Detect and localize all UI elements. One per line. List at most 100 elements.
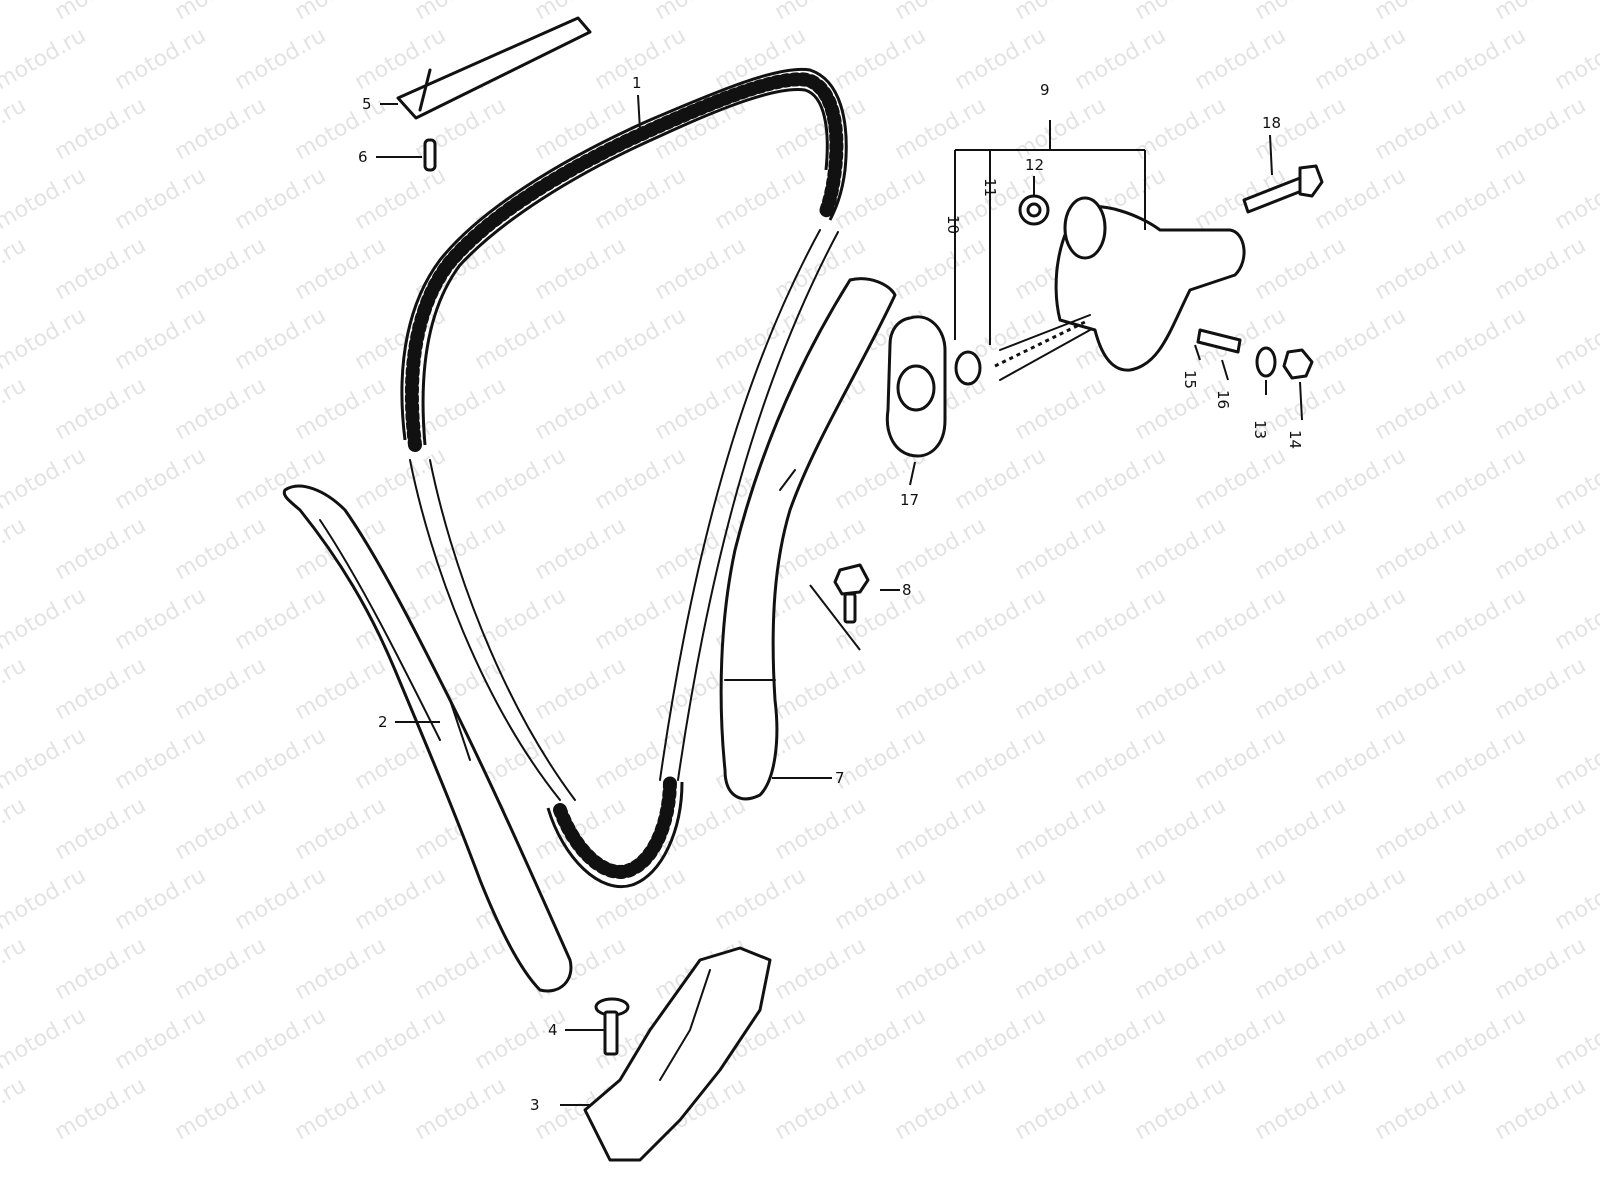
watermark-text: motod.ru: [1491, 793, 1591, 865]
watermark-text: motod.ru: [1491, 1073, 1591, 1145]
watermark-text: motod.ru: [171, 513, 271, 585]
watermark-text: motod.ru: [1071, 583, 1171, 655]
watermark-text: motod.ru: [1311, 1003, 1411, 1075]
watermark-text: motod.ru: [1311, 163, 1411, 235]
callout-5: 5: [362, 95, 372, 113]
watermark-text: motod.ru: [291, 373, 391, 445]
watermark-text: motod.ru: [1251, 1073, 1351, 1145]
watermark-text: motod.ru: [0, 583, 90, 655]
watermark-text: motod.ru: [1551, 1003, 1600, 1075]
watermark-text: motod.ru: [0, 303, 90, 375]
watermark-text: motod.ru: [51, 653, 151, 725]
callout-2: 2: [378, 713, 388, 731]
watermark-text: motod.ru: [471, 1003, 571, 1075]
watermark-text: motod.ru: [1011, 93, 1111, 165]
watermark-text: motod.ru: [0, 93, 30, 165]
watermark-text: motod.ru: [1191, 723, 1291, 795]
watermark-text: motod.ru: [411, 933, 511, 1005]
watermark-text: motod.ru: [111, 163, 211, 235]
watermark-text: motod.ru: [351, 1003, 451, 1075]
watermark-text: motod.ru: [891, 793, 991, 865]
watermark-text: motod.ru: [1131, 1073, 1231, 1145]
watermark-text: motod.ru: [231, 583, 331, 655]
watermark-text: motod.ru: [1311, 583, 1411, 655]
watermark-text: motod.ru: [1491, 233, 1591, 305]
watermark-text: motod.ru: [1131, 0, 1231, 25]
shoe-bolt: [833, 563, 870, 624]
watermark-text: motod.ru: [1371, 93, 1471, 165]
callout-8: 8: [902, 581, 912, 599]
watermark-text: motod.ru: [1431, 163, 1531, 235]
watermark-text: motod.ru: [1371, 233, 1471, 305]
watermark-text: motod.ru: [1371, 1073, 1471, 1145]
watermark-text: motod.ru: [1131, 653, 1231, 725]
watermark-text: motod.ru: [951, 583, 1051, 655]
watermark-text: motod.ru: [1131, 933, 1231, 1005]
callout-18: 18: [1262, 114, 1281, 132]
watermark-text: motod.ru: [1491, 0, 1591, 25]
watermark-text: motod.ru: [1251, 653, 1351, 725]
watermark-text: motod.ru: [171, 0, 271, 25]
watermark-text: motod.ru: [951, 723, 1051, 795]
watermark-text: motod.ru: [1311, 303, 1411, 375]
watermark-text: motod.ru: [51, 373, 151, 445]
watermark-text: motod.ru: [1551, 583, 1600, 655]
tensioner-stud: [1196, 328, 1242, 354]
watermark-text: motod.ru: [291, 793, 391, 865]
watermark-text: motod.ru: [531, 653, 631, 725]
watermark-text: motod.ru: [1551, 443, 1600, 515]
timing-chain: [400, 67, 848, 889]
watermark-text: motod.ru: [171, 93, 271, 165]
watermark-text: motod.ru: [531, 373, 631, 445]
watermark-text: motod.ru: [1311, 863, 1411, 935]
watermark-text: motod.ru: [1431, 443, 1531, 515]
watermark-text: motod.ru: [1371, 933, 1471, 1005]
watermark-text: motod.ru: [1251, 0, 1351, 25]
watermark-text: motod.ru: [111, 723, 211, 795]
watermark-text: motod.ru: [1371, 0, 1471, 25]
watermark-text: motod.ru: [351, 443, 451, 515]
watermark-text: motod.ru: [1431, 583, 1531, 655]
watermark-text: motod.ru: [1011, 933, 1111, 1005]
callout-7: 7: [835, 769, 845, 787]
callout-17: 17: [900, 491, 919, 509]
watermark-text: motod.ru: [1251, 513, 1351, 585]
watermark-text: motod.ru: [1191, 863, 1291, 935]
watermark-text: motod.ru: [171, 373, 271, 445]
watermark-text: motod.ru: [1371, 513, 1471, 585]
watermark-text: motod.ru: [1251, 233, 1351, 305]
watermark-text: motod.ru: [1491, 653, 1591, 725]
watermark-text: motod.ru: [231, 863, 331, 935]
watermark-text: motod.ru: [891, 0, 991, 25]
watermark-text: motod.ru: [891, 933, 991, 1005]
watermark-text: motod.ru: [291, 0, 391, 25]
watermark-text: motod.ru: [0, 863, 90, 935]
watermark-text: motod.ru: [831, 863, 931, 935]
watermark-text: motod.ru: [1011, 0, 1111, 25]
upper-chain-guide: [396, 16, 592, 120]
watermark-text: motod.ru: [891, 653, 991, 725]
watermark-text: motod.ru: [1551, 863, 1600, 935]
watermark-text: motod.ru: [111, 303, 211, 375]
watermark-text: motod.ru: [711, 863, 811, 935]
watermark-text: motod.ru: [1011, 793, 1111, 865]
watermark-text: motod.ru: [1251, 933, 1351, 1005]
watermark-text: motod.ru: [1431, 1003, 1531, 1075]
watermark-text: motod.ru: [831, 23, 931, 95]
watermark-text: motod.ru: [51, 513, 151, 585]
callout-10: 10: [944, 215, 962, 234]
watermark-text: motod.ru: [171, 793, 271, 865]
watermark-text: motod.ru: [291, 1073, 391, 1145]
watermark-text: motod.ru: [1491, 933, 1591, 1005]
watermark-text: motod.ru: [291, 93, 391, 165]
callout-1: 1: [632, 74, 642, 92]
watermark-text: motod.ru: [0, 653, 30, 725]
watermark-text: motod.ru: [951, 23, 1051, 95]
watermark-text: motod.ru: [1191, 23, 1291, 95]
callout-3: 3: [530, 1096, 540, 1114]
watermark-text: motod.ru: [831, 1003, 931, 1075]
watermark-text: motod.ru: [111, 583, 211, 655]
watermark-text: motod.ru: [0, 23, 90, 95]
